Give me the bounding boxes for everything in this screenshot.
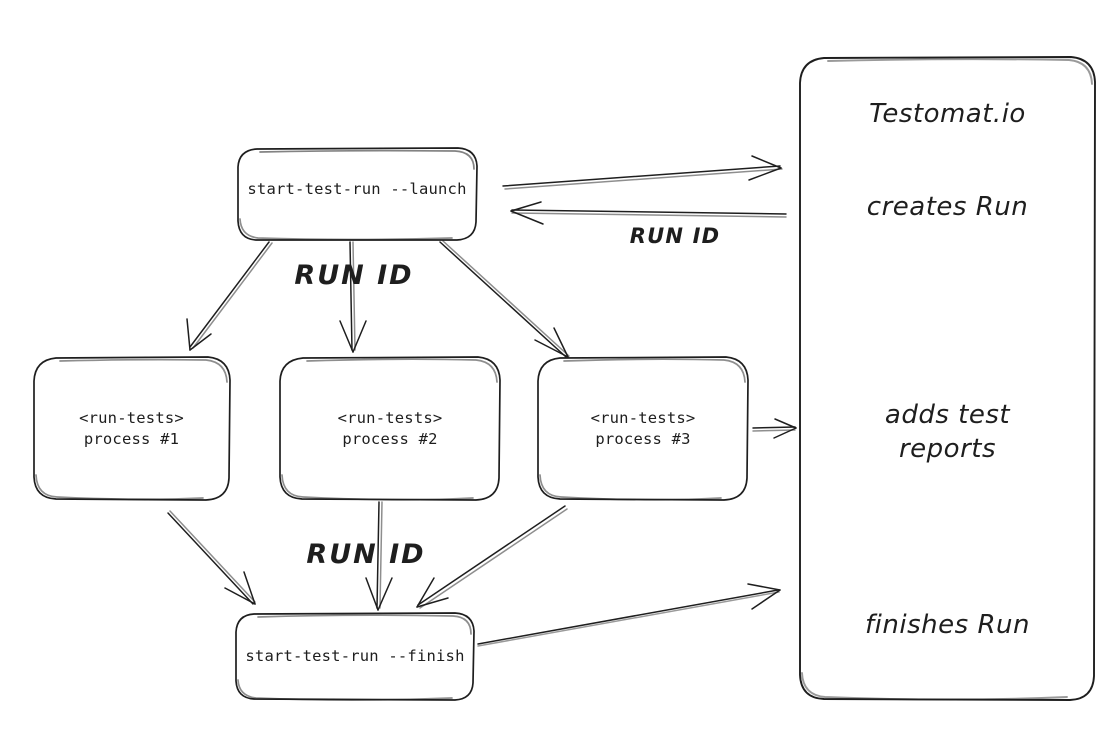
- service-panel-adds-test-reports-line2: reports: [898, 434, 997, 464]
- node-process2-label-line2: process #2: [342, 430, 438, 448]
- edge-process3-to-finish: [416, 505, 568, 609]
- node-finish-label: start-test-run --finish: [245, 647, 465, 665]
- node-service-panel-outline[interactable]: [799, 56, 1096, 701]
- node-finish-outline[interactable]: [235, 612, 475, 701]
- node-process3-outline[interactable]: [537, 356, 749, 501]
- edge-process2-to-finish: [365, 501, 393, 611]
- service-panel-adds-test-reports-line1: adds test: [884, 400, 1011, 430]
- service-panel-title: Testomat.io: [869, 99, 1026, 129]
- edge-process3-to-service: [752, 418, 797, 439]
- edge-finish-to-service: [477, 583, 781, 647]
- node-process1-label-line2: process #1: [83, 430, 180, 448]
- edge-launch-to-process1: [186, 241, 273, 351]
- edge-label-run-id-fanin: RUN ID: [306, 539, 426, 570]
- edge-label-run-id-response: RUN ID: [629, 224, 721, 248]
- node-process1-outline[interactable]: [33, 356, 231, 501]
- edge-launch-to-service: [502, 155, 783, 190]
- service-panel-creates-run: creates Run: [866, 192, 1029, 222]
- node-process1-label-line1: <run-tests>: [79, 409, 184, 427]
- edge-process1-to-finish: [167, 510, 256, 605]
- edge-service-to-launch: [510, 201, 787, 225]
- node-process2-outline[interactable]: [279, 356, 501, 501]
- node-process2-label-line1: <run-tests>: [337, 409, 443, 427]
- edge-label-run-id-fanout: RUN ID: [294, 260, 414, 291]
- node-launch-label: start-test-run --launch: [247, 180, 467, 198]
- edge-launch-to-process3: [439, 240, 570, 358]
- node-process3-label-line2: process #3: [595, 430, 691, 448]
- node-process3-label-line1: <run-tests>: [590, 409, 696, 427]
- edge-launch-to-process2: [339, 241, 367, 353]
- node-launch-outline[interactable]: [237, 147, 478, 241]
- service-panel-finishes-run: finishes Run: [865, 610, 1030, 640]
